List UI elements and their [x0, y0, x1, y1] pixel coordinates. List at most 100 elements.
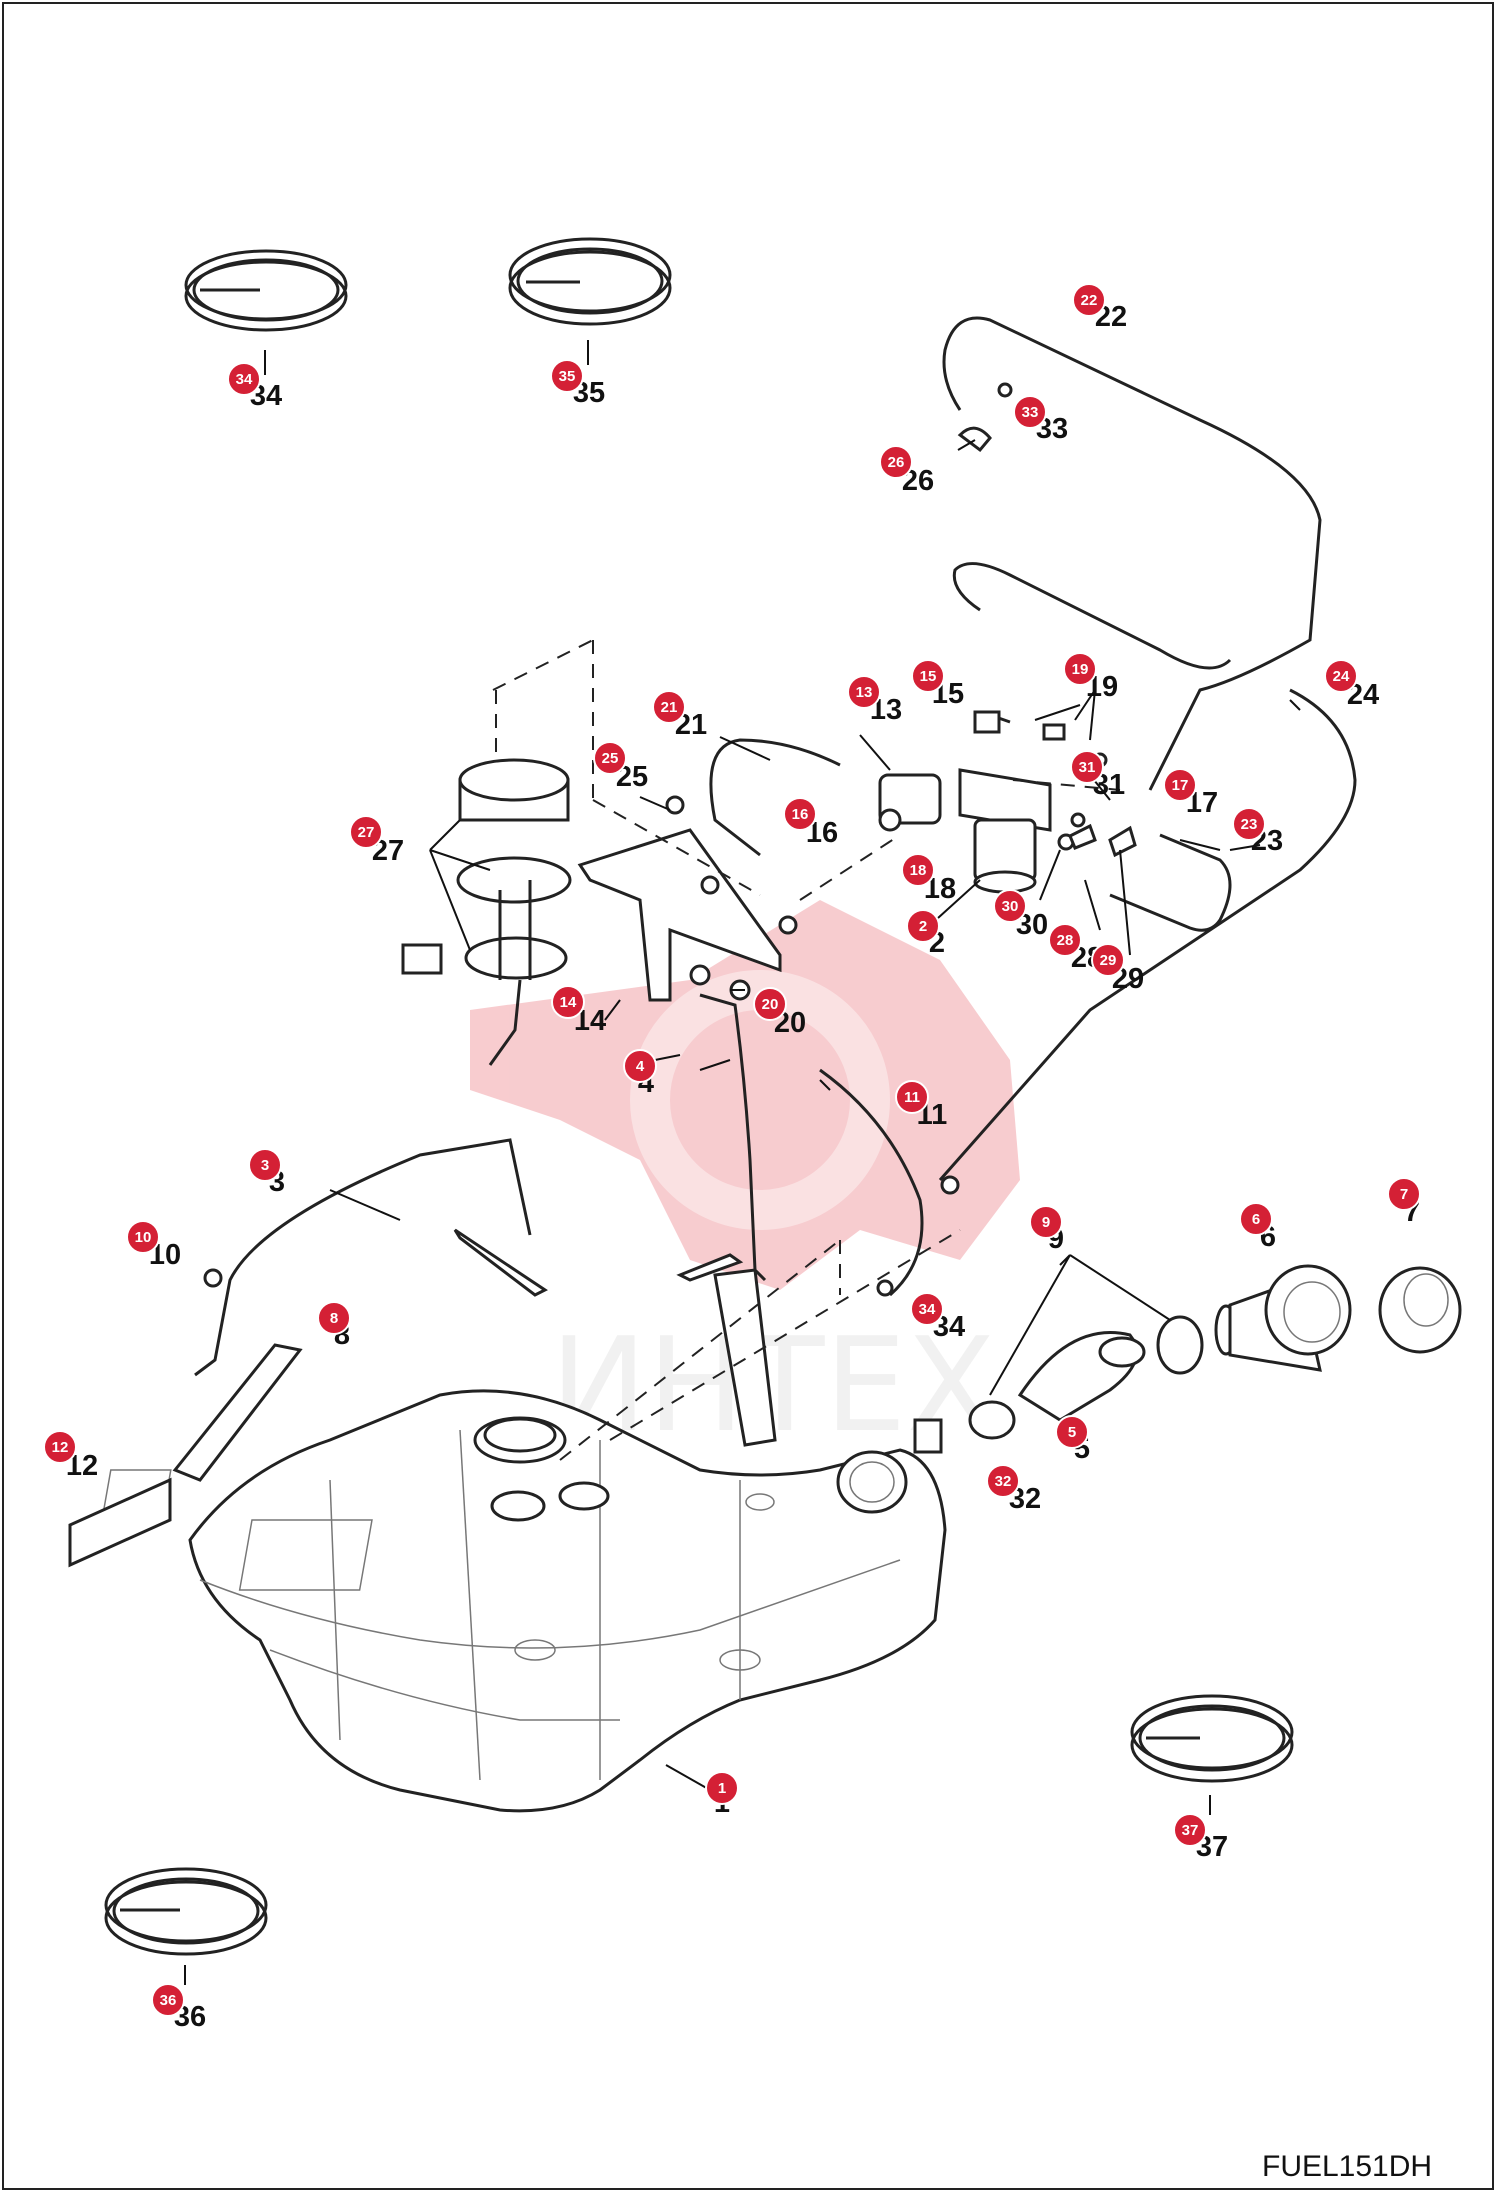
- callout-badge: [705, 1771, 739, 1805]
- diagram-code: FUEL151DH: [1262, 2150, 1432, 2183]
- callout-badge-label: 17: [1172, 777, 1189, 794]
- clamp-26: [957, 426, 992, 453]
- callout-badge-label: 35: [559, 368, 576, 385]
- callout-badge: [910, 1292, 944, 1326]
- hose-23: [1109, 833, 1232, 932]
- callout-badge-label: 9: [1042, 1214, 1050, 1231]
- hose-coil-37: [1130, 1694, 1294, 1783]
- callout-badge: [248, 1148, 282, 1182]
- callout-badge-label: 8: [330, 1310, 338, 1327]
- callout-6: 66: [1239, 1202, 1276, 1253]
- callout-badge: [593, 741, 627, 775]
- filler-adapter: [1214, 1264, 1352, 1372]
- callout-badge-label: 7: [1400, 1186, 1408, 1203]
- callout-badge: [1055, 1415, 1089, 1449]
- strap-3: [194, 1138, 532, 1377]
- callout-badge: [895, 1080, 929, 1114]
- hose-21: [709, 738, 841, 857]
- callout-labels: 1122334455667788991010111112121313141415…: [43, 283, 1421, 2033]
- hose-11: [819, 1068, 924, 1297]
- callout-2: 22: [906, 909, 945, 959]
- callout-badge: [126, 1220, 160, 1254]
- fuel-filter-assembly: [799, 710, 1137, 901]
- callout-badge-label: 37: [1182, 1822, 1199, 1839]
- callout-badge-label: 31: [1079, 759, 1096, 776]
- clamp-32: [968, 1400, 1016, 1440]
- callout-badge-label: 36: [160, 1992, 177, 2009]
- callout-badge-label: 1: [718, 1780, 726, 1797]
- filler-hose: [1017, 1331, 1146, 1422]
- callout-badge: [1239, 1202, 1273, 1236]
- callout-badge-label: 6: [1252, 1211, 1260, 1228]
- callout-badge-label: 32: [995, 1473, 1012, 1490]
- fuel-pump-sender: [401, 639, 594, 1066]
- callout-badge-label: 2: [919, 918, 927, 935]
- strip-8: [172, 1343, 303, 1482]
- fuel-tank: [102, 1389, 947, 1813]
- callout-badge-label: 11: [904, 1089, 920, 1106]
- callout-badge-label: 20: [762, 996, 779, 1013]
- pad-strip-3: [676, 1253, 744, 1282]
- callout-1: 11: [705, 1771, 739, 1819]
- callout-8: 88: [317, 1301, 351, 1351]
- callout-badge-label: 30: [1002, 898, 1019, 915]
- callout-badge: [1091, 943, 1125, 977]
- callout-badge-label: 15: [920, 668, 937, 685]
- clamp-near-11: [940, 1175, 960, 1195]
- callout-badge-label: 21: [661, 699, 678, 716]
- pad-strip: [713, 1268, 777, 1447]
- callout-badge: [1029, 1205, 1063, 1239]
- dash-line-2: [609, 1229, 961, 1441]
- callout-badge: [986, 1464, 1020, 1498]
- callout-badge-label: 13: [856, 684, 873, 701]
- callout-badge: [1232, 807, 1266, 841]
- callout-badge-label: 18: [910, 862, 927, 879]
- hose-coil-35: [508, 237, 672, 326]
- callout-badge-label: 10: [135, 1229, 152, 1246]
- callout-badge-label: 16: [792, 806, 809, 823]
- callout-badge: [227, 362, 261, 396]
- callout-badge: [43, 1430, 77, 1464]
- callout-9: 99: [1029, 1205, 1064, 1255]
- callout-badge: [1163, 768, 1197, 802]
- callout-badge: [317, 1301, 351, 1335]
- callout-badge-label: 33: [1022, 404, 1039, 421]
- callout-badge-label: 19: [1072, 661, 1089, 678]
- callout-badge-label: 12: [52, 1439, 69, 1456]
- clamp-9: [1156, 1315, 1204, 1375]
- bolt-10: [203, 1268, 223, 1288]
- callout-badge-label: 26: [888, 454, 905, 471]
- callout-badge: [879, 445, 913, 479]
- callout-badge-label: 29: [1100, 952, 1117, 969]
- callout-badge: [1173, 1813, 1207, 1847]
- clamp-34b: [876, 1279, 894, 1297]
- pad-strip-2: [453, 1228, 548, 1297]
- callout-badge-label: 23: [1241, 816, 1258, 833]
- callout-badge-label: 34: [919, 1301, 936, 1318]
- callout-badge: [1387, 1177, 1421, 1211]
- callout-badge: [993, 889, 1027, 923]
- callout-badge: [151, 1983, 185, 2017]
- leader-lines: [184, 340, 1301, 1985]
- callout-badge-label: 3: [261, 1157, 269, 1174]
- dash-line-1: [559, 1239, 841, 1461]
- callout-badge-label: 4: [636, 1058, 645, 1075]
